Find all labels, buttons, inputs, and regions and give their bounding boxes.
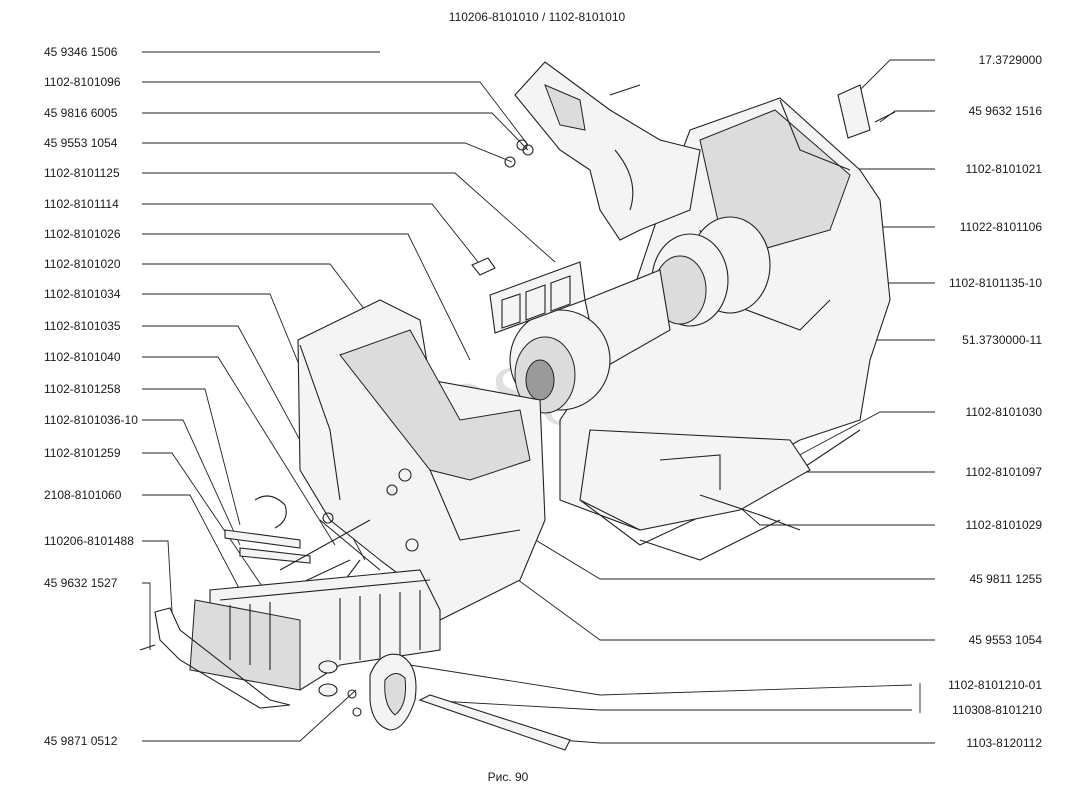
part-label-left-8: 1102-8101020 — [44, 257, 121, 271]
part-label-left-4: 45 9553 1054 — [44, 136, 118, 150]
part-label-right-13: 110308-8101210 — [952, 703, 1042, 717]
heater-housing-left — [297, 299, 546, 621]
part-label-right-7: 1102-8101030 — [965, 405, 1042, 419]
part-label-left-16: 110206-8101488 — [44, 534, 134, 548]
part-label-right-4: 11022-8101106 — [959, 220, 1042, 234]
part-label-right-5: 1102-8101135-10 — [949, 276, 1042, 290]
part-label-right-14: 1103-8120112 — [966, 736, 1042, 750]
part-label-right-1: 17.3729000 — [978, 53, 1042, 67]
part-label-left-17: 45 9632 1527 — [44, 576, 118, 590]
part-label-left-12: 1102-8101258 — [44, 382, 121, 396]
part-label-left-2: 1102-8101096 — [44, 75, 121, 89]
part-label-left-9: 1102-8101034 — [44, 287, 121, 301]
part-label-left-7: 1102-8101026 — [44, 227, 121, 241]
part-label-left-11: 1102-8101040 — [44, 350, 121, 364]
upper-duct — [514, 61, 701, 241]
part-label-right-10: 45 9811 1255 — [969, 572, 1042, 586]
part-label-left-3: 45 9816 6005 — [44, 106, 118, 120]
lower-tray — [579, 429, 811, 531]
outlet-nozzle — [369, 653, 571, 751]
part-label-left-5: 1102-8101125 — [44, 166, 120, 180]
part-label-right-11: 45 9553 1054 — [968, 633, 1042, 647]
heater-core — [189, 569, 441, 697]
part-label-left-6: 1102-8101114 — [44, 197, 119, 211]
part-label-left-10: 1102-8101035 — [44, 319, 121, 333]
part-label-left-18: 45 9871 0512 — [44, 734, 118, 748]
grille-frames — [471, 257, 586, 334]
part-label-left-14: 1102-8101259 — [44, 446, 121, 460]
part-label-right-9: 1102-8101029 — [965, 518, 1042, 532]
part-label-right-12: 1102-8101210-01 — [948, 678, 1042, 692]
part-label-right-8: 1102-8101097 — [965, 465, 1042, 479]
part-label-right-3: 1102-8101021 — [965, 162, 1042, 176]
part-label-left-15: 2108-8101060 — [44, 488, 122, 502]
fan-rotors — [509, 216, 771, 414]
part-label-right-2: 45 9632 1516 — [968, 104, 1042, 118]
assembly-number-title: 110206-8101010 / 1102-8101010 — [448, 10, 626, 24]
part-label-right-6: 51.3730000-11 — [962, 333, 1042, 347]
part-label-left-1: 45 9346 1506 — [44, 45, 118, 59]
figure-caption: Рис. 90 — [487, 770, 529, 784]
fastener-small-parts — [504, 84, 896, 168]
part-label-left-13: 1102-8101036-10 — [44, 413, 138, 427]
bottom-bracket — [139, 607, 362, 717]
